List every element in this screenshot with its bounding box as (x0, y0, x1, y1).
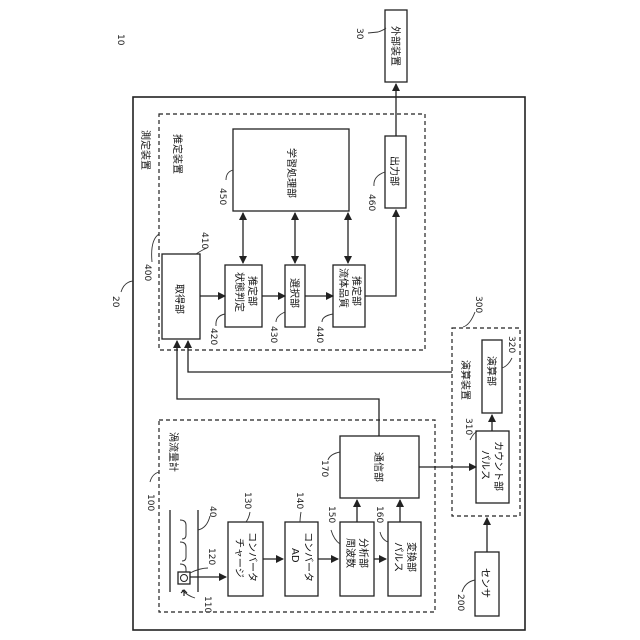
sensor-label: センサ (479, 568, 491, 598)
sensor-ref: 200 (455, 594, 465, 611)
calc-device-ref: 300 (473, 296, 483, 313)
arrow-quality-to-output (365, 210, 396, 296)
measurement-device-title: 測定装置 (139, 130, 152, 170)
pulse-converter-label-2: 変換部 (405, 542, 418, 572)
external-device-ref: 30 (354, 28, 364, 40)
arrow-comm-to-acquire (177, 341, 379, 436)
flowmeter-title: 渦流量計 (167, 432, 180, 472)
freq-analyzer-label-2: 分析部 (357, 538, 370, 568)
comm-ref: 170 (319, 460, 329, 477)
state-label-1: 状態判定 (233, 272, 246, 312)
select-label: 選択部 (288, 278, 301, 308)
ad-converter-ref: 140 (294, 492, 304, 509)
detector-body (178, 572, 190, 584)
arrow-calc-to-acquire (188, 341, 452, 372)
output-label: 出力部 (388, 156, 401, 186)
output-ref: 460 (366, 194, 376, 211)
counter-ref: 310 (463, 418, 473, 435)
quality-label-2: 推定部 (350, 276, 363, 306)
pulse-converter-ref: 160 (374, 506, 384, 523)
measurement-device-ref: 20 (110, 296, 120, 308)
state-label-2: 推定部 (246, 276, 259, 306)
state-ref: 420 (208, 328, 218, 345)
acquire-ref: 410 (199, 232, 209, 249)
detector-ref: 110 (202, 596, 212, 613)
comm-label: 通信部 (372, 452, 385, 482)
learning-ref: 450 (217, 188, 227, 205)
pulse-converter-label-1: パルス (392, 542, 404, 572)
calc-ref: 320 (506, 336, 516, 353)
charge-converter-ref: 130 (242, 492, 252, 509)
select-ref: 430 (268, 326, 278, 343)
estimator-title: 推定装置 (171, 134, 184, 174)
figure-ref: 10 (115, 34, 125, 46)
counter-label-1: パルス (479, 450, 491, 480)
vortex-icons (180, 520, 186, 575)
external-device-label: 外部装置 (389, 26, 402, 66)
flowmeter-ref: 100 (145, 494, 155, 511)
calc-label: 演算部 (485, 356, 498, 386)
quality-label-1: 流体品質 (337, 268, 350, 308)
freq-analyzer-label-1: 周波数 (344, 538, 357, 568)
ad-converter-label-2: コンバータ (302, 532, 314, 582)
freq-analyzer-ref: 150 (326, 506, 336, 523)
counter-label-2: カウント部 (492, 441, 505, 491)
charge-converter-label-1: チャージ (233, 538, 245, 578)
calc-device-title: 演算装置 (459, 360, 472, 400)
estimator-ref: 400 (142, 264, 152, 281)
sensor-element-ref: 120 (206, 548, 216, 565)
quality-ref: 440 (314, 326, 324, 343)
acquire-label: 取得部 (173, 284, 186, 314)
learning-label: 学習処理部 (285, 148, 298, 198)
charge-converter-label-2: コンバータ (246, 532, 258, 582)
pipe-ref: 40 (207, 506, 217, 518)
ad-converter-label-1: AD (289, 548, 300, 563)
